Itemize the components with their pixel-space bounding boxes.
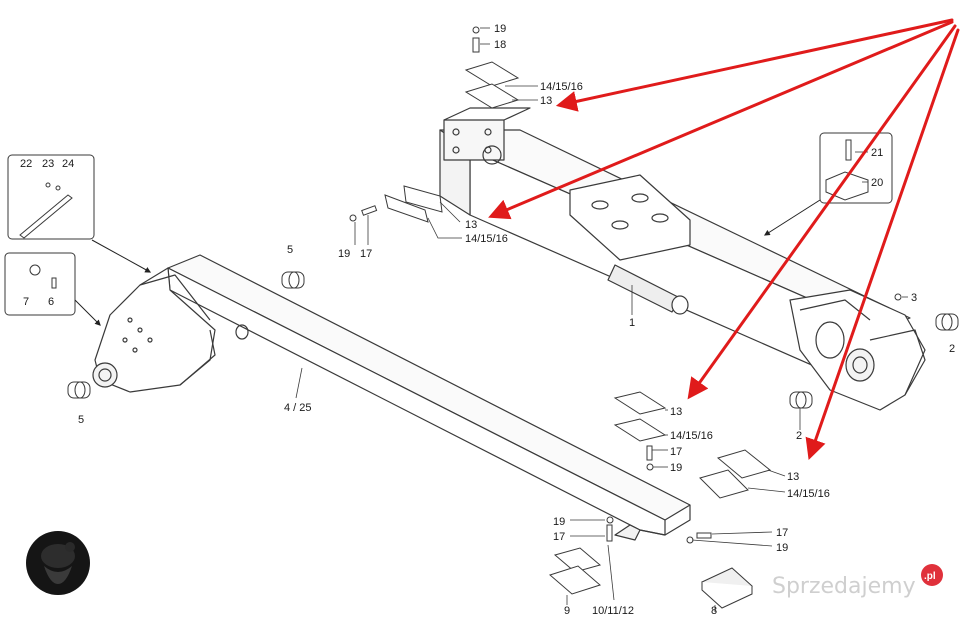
label-21: 21 xyxy=(871,147,883,159)
label-20: 20 xyxy=(871,177,883,189)
label-19: 19 xyxy=(338,248,350,260)
label-17: 17 xyxy=(360,248,372,260)
label-13: 13 xyxy=(465,219,477,231)
label-13: 13 xyxy=(670,406,682,418)
label-2: 2 xyxy=(949,343,955,355)
upper-boom xyxy=(439,107,926,411)
label-17: 17 xyxy=(776,527,788,539)
callout-labels: 19 18 14/15/16 13 21 20 22 23 24 13 14/1… xyxy=(20,23,955,617)
highlight-arrows xyxy=(488,18,960,460)
label-14-15-16: 14/15/16 xyxy=(540,81,583,93)
label-5: 5 xyxy=(78,414,84,426)
small-parts xyxy=(4,26,959,609)
label-19: 19 xyxy=(670,462,682,474)
label-3: 3 xyxy=(911,292,917,304)
watermark-brand: Sprzedajemy xyxy=(772,574,916,599)
label-1: 1 xyxy=(629,317,635,329)
label-4-25: 4 / 25 xyxy=(284,402,312,414)
label-22: 22 xyxy=(20,158,32,170)
label-2: 2 xyxy=(796,430,802,442)
label-19: 19 xyxy=(776,542,788,554)
label-14-15-16: 14/15/16 xyxy=(787,488,830,500)
watermark-text: Sprzedajemy .pl xyxy=(772,564,943,599)
label-13: 13 xyxy=(540,95,552,107)
label-18: 18 xyxy=(494,39,506,51)
label-14-15-16: 14/15/16 xyxy=(465,233,508,245)
label-24: 24 xyxy=(62,158,74,170)
label-23: 23 xyxy=(42,158,54,170)
label-17: 17 xyxy=(553,531,565,543)
watermark-logo xyxy=(26,531,90,595)
label-19: 19 xyxy=(494,23,506,35)
label-7: 7 xyxy=(23,296,29,308)
label-5: 5 xyxy=(287,244,293,256)
label-17: 17 xyxy=(670,446,682,458)
label-13: 13 xyxy=(787,471,799,483)
leader-lines xyxy=(295,27,908,612)
label-10-11-12: 10/11/12 xyxy=(592,605,634,617)
callout-arrows xyxy=(74,199,821,326)
label-6: 6 xyxy=(48,296,54,308)
label-14-15-16: 14/15/16 xyxy=(670,430,713,442)
lower-boom xyxy=(92,254,691,541)
label-8: 8 xyxy=(711,605,717,617)
label-19: 19 xyxy=(553,516,565,528)
label-9: 9 xyxy=(564,605,570,617)
watermark-badge: .pl xyxy=(924,571,936,582)
